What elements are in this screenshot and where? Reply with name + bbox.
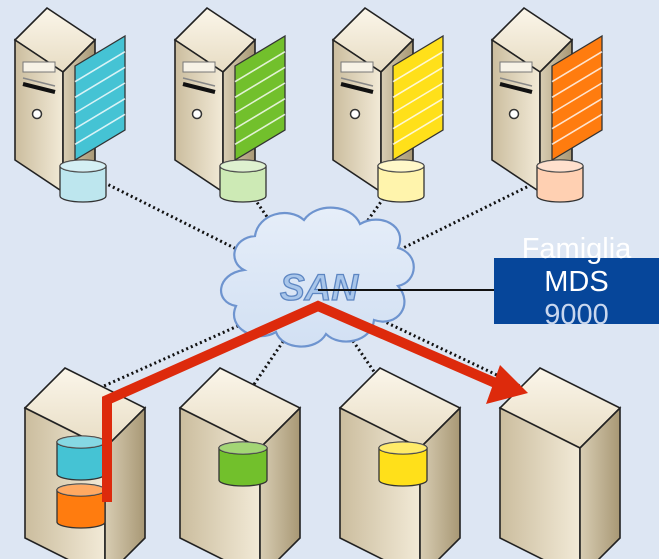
link-server-cyan: [94, 176, 319, 292]
storage-arrays: [23, 367, 622, 559]
link-storage-1: [94, 288, 319, 392]
storage-1: [23, 367, 147, 559]
drive-slot: [22, 82, 56, 94]
migration-arrow: [102, 300, 528, 502]
servers: [13, 6, 603, 203]
storage-disk: [56, 435, 106, 481]
storage-2: [178, 367, 302, 559]
drive-bay: [499, 61, 533, 73]
drive-bay: [22, 61, 56, 73]
san-cloud: SAN: [219, 206, 415, 348]
switch-label-line-3: 9000: [544, 299, 609, 331]
drive-slot: [182, 82, 216, 94]
power-button: [191, 108, 203, 120]
drive-slot: [499, 82, 533, 94]
switch-label-line-2: MDS: [544, 266, 609, 298]
server-disk: [377, 159, 425, 203]
power-button: [31, 108, 43, 120]
server-green: [173, 6, 286, 203]
switch-label-line-1: Famiglia: [521, 233, 632, 265]
server-yellow: [331, 6, 444, 203]
power-button: [508, 108, 520, 120]
drive-bay: [182, 61, 216, 73]
power-button: [349, 108, 361, 120]
server-orange: [490, 6, 603, 203]
switch-label-box: [494, 258, 659, 324]
storage-disk: [218, 441, 268, 487]
drive-slot: [340, 82, 374, 94]
server-disk: [536, 159, 584, 203]
storage-3: [338, 367, 462, 559]
storage-4: [498, 367, 622, 559]
server-disk: [59, 159, 107, 203]
storage-disk: [378, 441, 428, 487]
server-disk: [219, 159, 267, 203]
drive-bay: [340, 61, 374, 73]
server-cyan: [13, 6, 126, 203]
storage-disk: [56, 483, 106, 529]
migration-arrowhead: [486, 365, 528, 404]
switch-label: Famiglia MDS 9000: [494, 233, 659, 332]
